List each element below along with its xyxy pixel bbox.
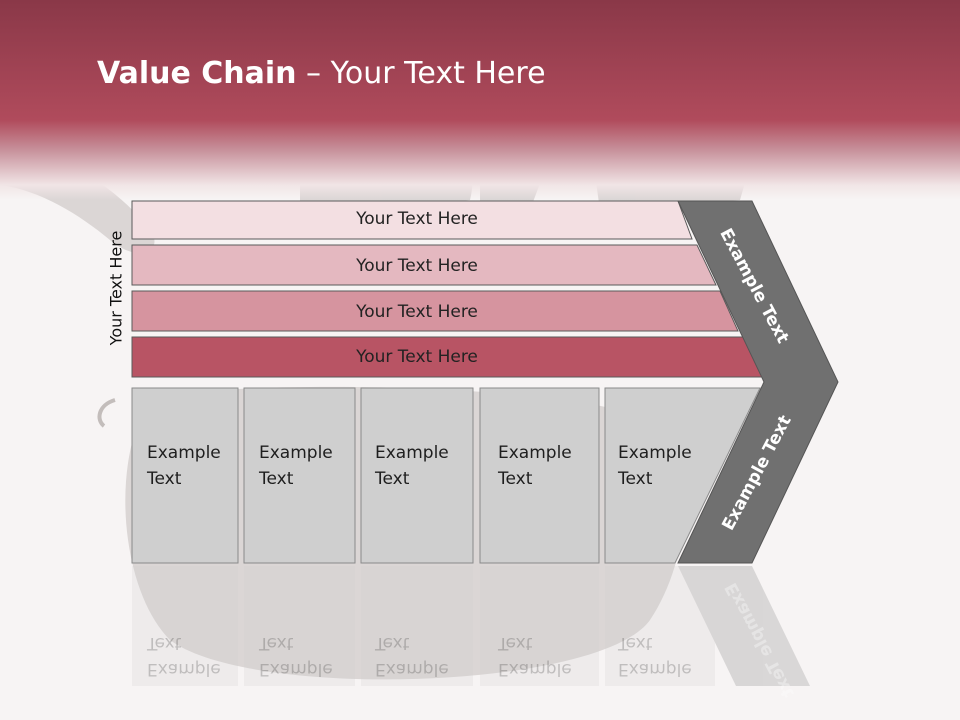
cell-3-line2: Text xyxy=(375,469,410,489)
cell-1-reflection: Example Text xyxy=(147,630,221,682)
bar-4-label: Your Text Here xyxy=(356,347,478,367)
cell-5-line1: Example xyxy=(618,443,692,463)
cell-4-reflection-line2: Text xyxy=(498,633,533,653)
cell-5-reflection: Example Text xyxy=(618,630,692,682)
bar-3-label: Your Text Here xyxy=(356,302,478,322)
cell-5-reflection-line1: Example xyxy=(618,659,692,679)
header-band xyxy=(0,0,960,200)
cell-5-line2: Text xyxy=(618,469,653,489)
cell-2-reflection-line2: Text xyxy=(259,633,294,653)
cell-1-line1: Example xyxy=(147,443,221,463)
cell-2-line1: Example xyxy=(259,443,333,463)
cell-3-reflection-line2: Text xyxy=(375,633,410,653)
cell-4 xyxy=(479,387,600,564)
bar-1-label: Your Text Here xyxy=(356,209,478,229)
chevron-arrow xyxy=(677,200,839,564)
cell-4-reflection-line1: Example xyxy=(498,659,572,679)
title-rest: – Your Text Here xyxy=(296,56,546,91)
cell-2 xyxy=(243,387,356,564)
bar-2-label: Your Text Here xyxy=(356,256,478,276)
cell-1-reflection-line2: Text xyxy=(147,633,182,653)
cell-4-reflection: Example Text xyxy=(498,630,572,682)
cell-3-reflection-line1: Example xyxy=(375,659,449,679)
side-label: Your Text Here xyxy=(106,230,126,346)
cell-5-reflection-line2: Text xyxy=(618,633,653,653)
cell-1-line2: Text xyxy=(147,469,182,489)
title-bold: Value Chain xyxy=(97,56,297,91)
cell-2-reflection-line1: Example xyxy=(259,659,333,679)
cell-5 xyxy=(604,387,761,564)
cell-1-reflection-line1: Example xyxy=(147,659,221,679)
cell-3-reflection: Example Text xyxy=(375,630,449,682)
bar-3 xyxy=(131,290,739,332)
cell-3 xyxy=(360,387,474,564)
cell-4-line2: Text xyxy=(498,469,533,489)
page-title: Value Chain – Your Text Here xyxy=(97,56,546,91)
cell-2-line2: Text xyxy=(259,469,294,489)
cell-3-line1: Example xyxy=(375,443,449,463)
cell-2-reflection: Example Text xyxy=(259,630,333,682)
cell-1 xyxy=(131,387,239,564)
bar-1 xyxy=(131,200,693,240)
bar-2 xyxy=(131,244,717,286)
reflection xyxy=(132,566,810,686)
cell-4-line1: Example xyxy=(498,443,572,463)
